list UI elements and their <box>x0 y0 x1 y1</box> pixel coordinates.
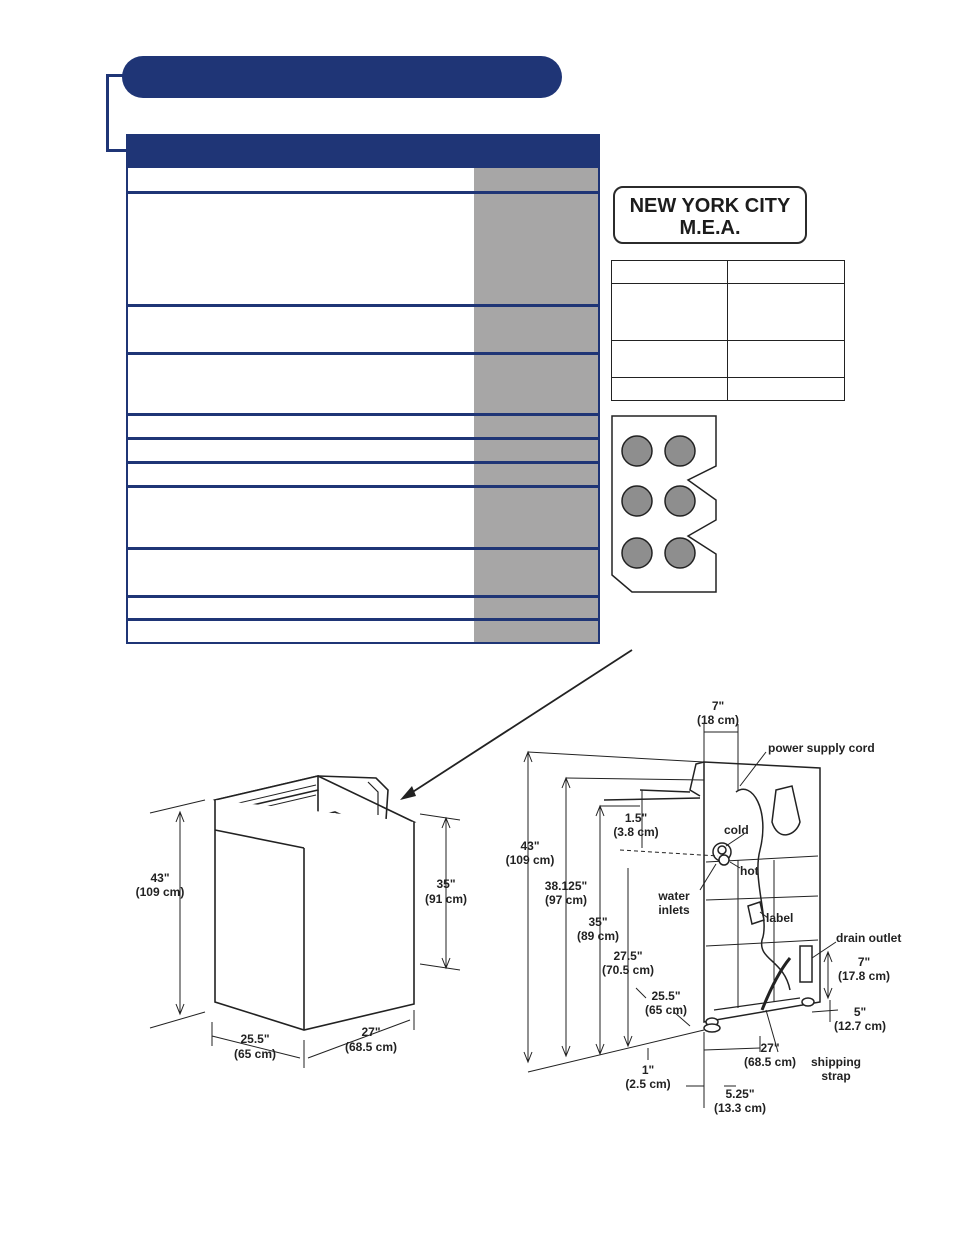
spec-value-cell <box>474 621 598 642</box>
spec-value-cell <box>474 307 598 352</box>
rear-h-total: 43" <box>520 839 539 853</box>
rear-inlet-offset: 1.5" <box>625 811 647 825</box>
rear-depth-cm: (65 cm) <box>645 1003 687 1017</box>
spec-value-cell <box>474 464 598 485</box>
spec-row <box>128 416 598 440</box>
badge-line2: M.E.A. <box>679 217 741 239</box>
spec-table <box>126 134 600 644</box>
front-height-body: 35" <box>436 877 455 891</box>
spec-row <box>128 550 598 598</box>
front-width: 27" <box>361 1025 380 1039</box>
rear-top-offset: 7" <box>712 699 724 713</box>
front-height-total-cm: (109 cm) <box>136 885 185 899</box>
header-bracket <box>106 74 129 152</box>
knob-icon <box>664 435 696 467</box>
rear-side5: 5" <box>854 1005 866 1019</box>
rear-strap-2: strap <box>821 1069 850 1083</box>
rear-h-38: 38.125" <box>545 879 587 893</box>
front-washer-drawing <box>149 774 461 1068</box>
badge-line1: NEW YORK CITY <box>629 195 791 217</box>
rear-water-inlets-1: water <box>657 889 690 903</box>
spec-row <box>128 194 598 307</box>
rear-side5-cm: (12.7 cm) <box>834 1019 886 1033</box>
section-header-pill <box>122 56 562 98</box>
spec-row <box>128 168 598 194</box>
front-depth-cm: (65 cm) <box>234 1047 276 1061</box>
knob-icon <box>664 537 696 569</box>
pointer-arrow <box>407 649 633 796</box>
spec-row <box>128 355 598 416</box>
rear-strap-1: shipping <box>811 1055 861 1069</box>
rear-bottom: 5.25" <box>725 1087 754 1101</box>
front-height-total: 43" <box>150 871 169 885</box>
spec-value-cell <box>474 168 598 191</box>
grid-divider <box>612 340 844 341</box>
nyc-mea-badge: NEW YORK CITY M.E.A. <box>613 186 807 244</box>
rear-drain-outlet: drain outlet <box>836 931 901 945</box>
spec-row <box>128 307 598 355</box>
rear-h-27: 27.5" <box>613 949 642 963</box>
knob-icon <box>621 537 653 569</box>
spec-value-cell <box>474 355 598 413</box>
spec-value-cell <box>474 194 598 304</box>
spec-row <box>128 488 598 550</box>
rear-inlet-offset-cm: (3.8 cm) <box>613 825 658 839</box>
grid-divider <box>612 377 844 378</box>
spec-table-header <box>128 136 598 168</box>
rear-cold: cold <box>724 823 749 837</box>
rear-width-cm: (68.5 cm) <box>744 1055 796 1069</box>
rear-power-cord: power supply cord <box>768 741 875 755</box>
rear-hot: hot <box>740 864 759 878</box>
rear-foot1-cm: (2.5 cm) <box>625 1077 670 1091</box>
spec-value-cell <box>474 440 598 461</box>
rear-drain-h-cm: (17.8 cm) <box>838 969 890 983</box>
spec-row <box>128 464 598 488</box>
rear-washer-drawing <box>523 724 839 1108</box>
front-depth: 25.5" <box>240 1032 269 1046</box>
grid-divider <box>727 261 728 400</box>
rear-bottom-cm: (13.3 cm) <box>714 1101 766 1115</box>
spec-row <box>128 440 598 464</box>
spec-value-cell <box>474 598 598 618</box>
rear-h-total-cm: (109 cm) <box>506 853 555 867</box>
rear-drain-h: 7" <box>858 955 870 969</box>
front-width-cm: (68.5 cm) <box>345 1040 397 1054</box>
front-height-body-cm: (91 cm) <box>425 892 467 906</box>
knob-icon <box>664 485 696 517</box>
knob-icon <box>621 485 653 517</box>
rear-water-inlets-2: inlets <box>658 903 690 917</box>
rear-h-38-cm: (97 cm) <box>545 893 587 907</box>
rear-h-35: 35" <box>588 915 607 929</box>
rear-width: 27" <box>760 1041 779 1055</box>
mea-grid-table <box>611 260 845 401</box>
rear-label: label <box>766 911 793 925</box>
spec-value-cell <box>474 416 598 437</box>
spec-value-cell <box>474 550 598 595</box>
spec-value-cell <box>474 488 598 547</box>
rear-top-offset-cm: (18 cm) <box>697 713 739 727</box>
rear-foot1: 1" <box>642 1063 654 1077</box>
rear-depth: 25.5" <box>651 989 680 1003</box>
knob-icon <box>621 435 653 467</box>
pointer-arrowhead-icon <box>400 786 416 800</box>
spec-row <box>128 621 598 642</box>
rear-h-35-cm: (89 cm) <box>577 929 619 943</box>
spec-row <box>128 598 598 621</box>
rear-h-27-cm: (70.5 cm) <box>602 963 654 977</box>
grid-divider <box>612 283 844 284</box>
